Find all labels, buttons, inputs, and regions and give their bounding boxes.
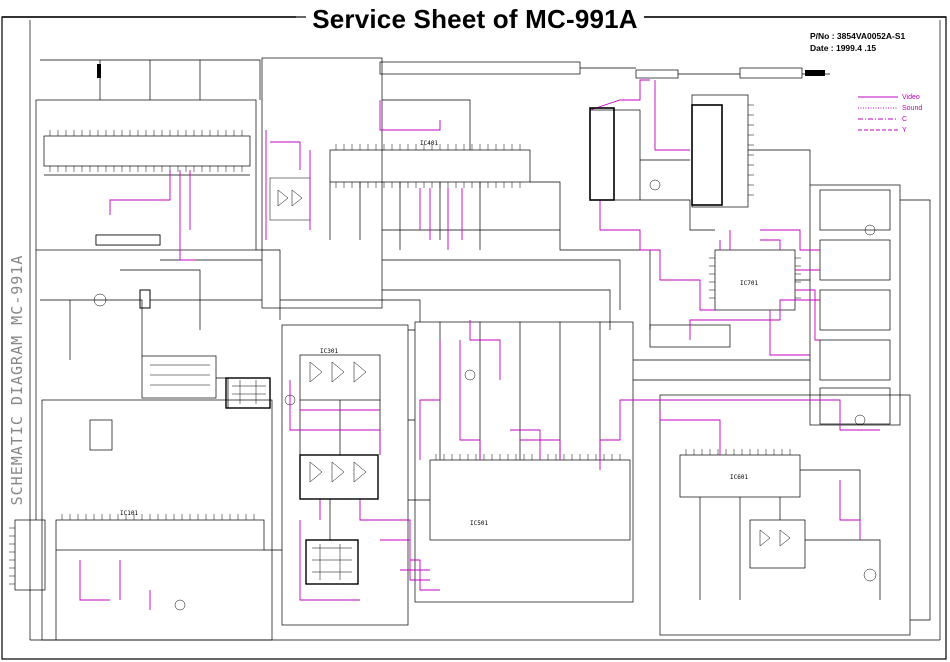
legend-item-y: Y [902,127,907,134]
ic701-label: IC701 [740,280,759,287]
revision-date: Date : 1999.4 .15 [810,43,877,53]
signal-legend: Video Sound C Y [858,92,922,136]
ic-internals [93,177,877,611]
legend-item-video: Video [902,94,920,101]
title-text: Service Sheet of MC-991A [306,4,644,34]
signal-paths [79,79,880,610]
black-wiring [14,20,941,641]
ic301-label: IC301 [320,348,339,355]
schematic-side-label: SCHEMATIC DIAGRAM MC-991A [8,254,26,506]
legend-item-sound: Sound [902,105,923,112]
legend-item-c: C [902,116,908,123]
legend-lines [858,96,898,131]
sheet-meta: P/No : 3854VA0052A-S1 Date : 1999.4 .15 [810,30,905,54]
part-number: P/No : 3854VA0052A-S1 [810,31,906,41]
ic501-label: IC501 [470,520,489,527]
ic-pin-rows [9,104,801,585]
ic601-label: IC601 [730,474,749,481]
connectors [95,64,825,585]
ic101-label: IC101 [120,510,139,517]
ic401-label: IC401 [420,140,439,147]
sheet-title: Service Sheet of MC-991A [0,4,950,35]
sheet-border [1,16,947,660]
